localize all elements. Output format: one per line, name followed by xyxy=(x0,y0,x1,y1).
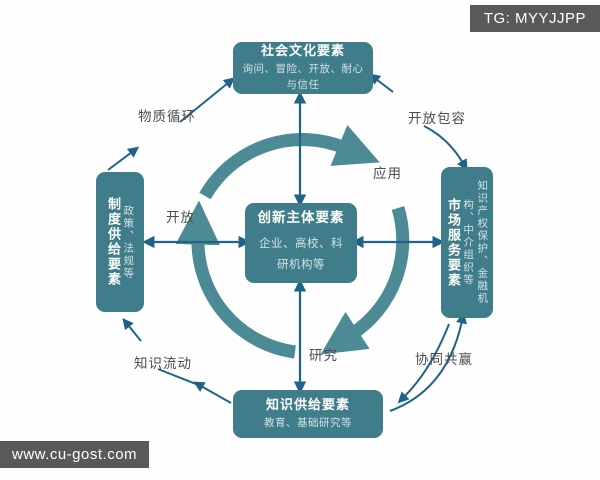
arrow-bottom-to-right xyxy=(389,312,467,412)
arrow-bottom-to-left xyxy=(193,381,232,404)
label-cycle-apply: 应用 xyxy=(373,166,402,181)
box-subtitle: 企业、高校、科研机构等 xyxy=(259,238,343,271)
box-subtitle: 询问、冒险、开放、耐心与信任 xyxy=(242,63,364,91)
corner-arrows xyxy=(107,73,468,412)
box-title: 知识供给要素 xyxy=(265,396,350,412)
box-market-service: 市场服务要素 知识产权保护、金融机构、中介组织等 xyxy=(441,167,493,318)
arrow-left-to-top xyxy=(179,77,235,123)
cycle-arcs xyxy=(175,125,410,359)
label-material-cycle: 物质循环 xyxy=(138,109,196,124)
label-knowledge-flow: 知识流动 xyxy=(134,356,192,371)
cycle-arc-top xyxy=(199,125,380,200)
label-open-inclusive: 开放包容 xyxy=(408,111,466,126)
telegram-watermark-badge: TG: MYYJJPP xyxy=(469,5,600,32)
arrow-right-to-bottom xyxy=(397,323,450,404)
arrow-left-to-top-stub xyxy=(107,146,140,171)
box-title: 创新主体要素 xyxy=(257,210,345,226)
arrow-top-to-right xyxy=(423,125,468,171)
cycle-arc-left xyxy=(175,200,296,359)
cross-arrows xyxy=(142,91,445,394)
box-institution-supply: 制度供给要素 政策、法规等 xyxy=(96,172,144,312)
box-social-culture: 社会文化要素 询问、冒险、开放、耐心与信任 xyxy=(233,42,373,94)
arrow-into-left-bottom xyxy=(122,318,142,342)
box-title: 制度供给要素 xyxy=(106,197,122,287)
box-knowledge-supply: 知识供给要素 教育、基础研究等 xyxy=(233,390,383,438)
box-innovation-subject: 创新主体要素 企业、高校、科研机构等 xyxy=(245,203,357,283)
cycle-arc-right xyxy=(320,206,410,355)
label-cycle-open: 开放 xyxy=(166,210,195,225)
arrow-bl-segment xyxy=(157,368,197,385)
box-subtitle: 知识产权保护、金融机构、中介组织等 xyxy=(462,180,489,305)
box-subtitle: 教育、基础研究等 xyxy=(264,417,352,430)
box-title: 社会文化要素 xyxy=(260,43,345,59)
arrow-into-top-right xyxy=(368,73,394,93)
label-cycle-research: 研究 xyxy=(309,348,338,363)
box-title: 市场服务要素 xyxy=(445,197,461,288)
label-win-win: 协同共赢 xyxy=(415,352,473,367)
box-subtitle: 政策、法规等 xyxy=(122,204,135,280)
website-watermark-badge: www.cu-gost.com xyxy=(0,441,150,468)
